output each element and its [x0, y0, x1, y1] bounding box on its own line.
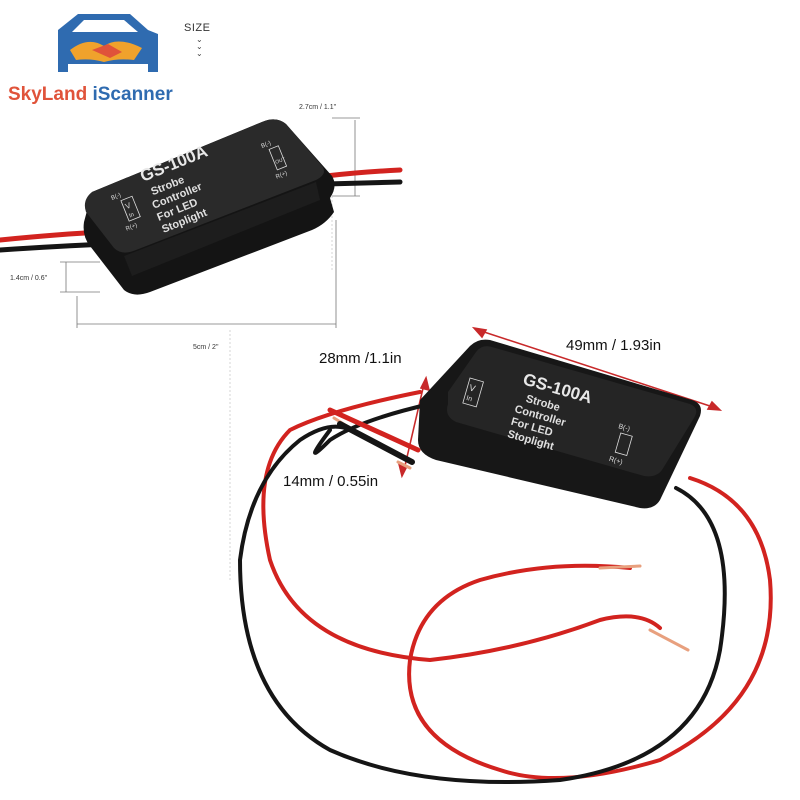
size-chevrons-icon: ⌄⌄⌄	[196, 35, 203, 58]
bottom-wire-ends	[327, 407, 421, 465]
top-out-mid: OUT	[274, 156, 286, 166]
top-in-bottom: R(+)	[125, 223, 138, 233]
brand-name: SkyLand iScanner	[8, 84, 173, 106]
bottom-dimension-arrows	[397, 326, 723, 479]
top-dim-thickness: 1.4cm / 0.6"	[10, 275, 48, 282]
bottom-out-bottom: R(+)	[608, 456, 623, 467]
bottom-out-marking: B(-) R(+)	[608, 423, 633, 467]
brand-name-part2: iScanner	[87, 84, 173, 105]
top-in-top: B(-)	[111, 193, 123, 202]
bottom-in-mid: V	[468, 382, 477, 393]
top-out-marking: B(-) OUT R(+)	[261, 141, 289, 181]
top-device	[83, 119, 335, 295]
top-in-sub: In	[128, 212, 135, 219]
bottom-in-marking: V In	[462, 377, 484, 408]
top-in-marking: B(-) V In R(+)	[111, 193, 141, 233]
bottom-dim-wire-spacing: 28mm /1.1in	[319, 350, 402, 367]
bottom-in-sub: In	[465, 395, 473, 403]
brand-name-part1: SkyLand	[8, 84, 88, 105]
bottom-dim-height: 14mm / 0.55in	[283, 473, 379, 490]
top-in-mid: V	[124, 200, 133, 211]
bottom-device	[418, 339, 701, 509]
top-dim-length: 5cm / 2"	[193, 344, 219, 351]
top-dim-height: 2.7cm / 1.1"	[299, 104, 337, 111]
bottom-dim-length: 49mm / 1.93in	[566, 337, 662, 354]
car-handshake-icon	[58, 14, 158, 72]
top-out-bottom: R(+)	[275, 171, 288, 181]
top-dimension-lines	[60, 117, 360, 328]
bottom-out-top: B(-)	[617, 423, 630, 433]
size-label: SIZE	[184, 22, 211, 34]
bottom-wires	[237, 390, 773, 784]
top-out-top: B(-)	[261, 141, 273, 150]
